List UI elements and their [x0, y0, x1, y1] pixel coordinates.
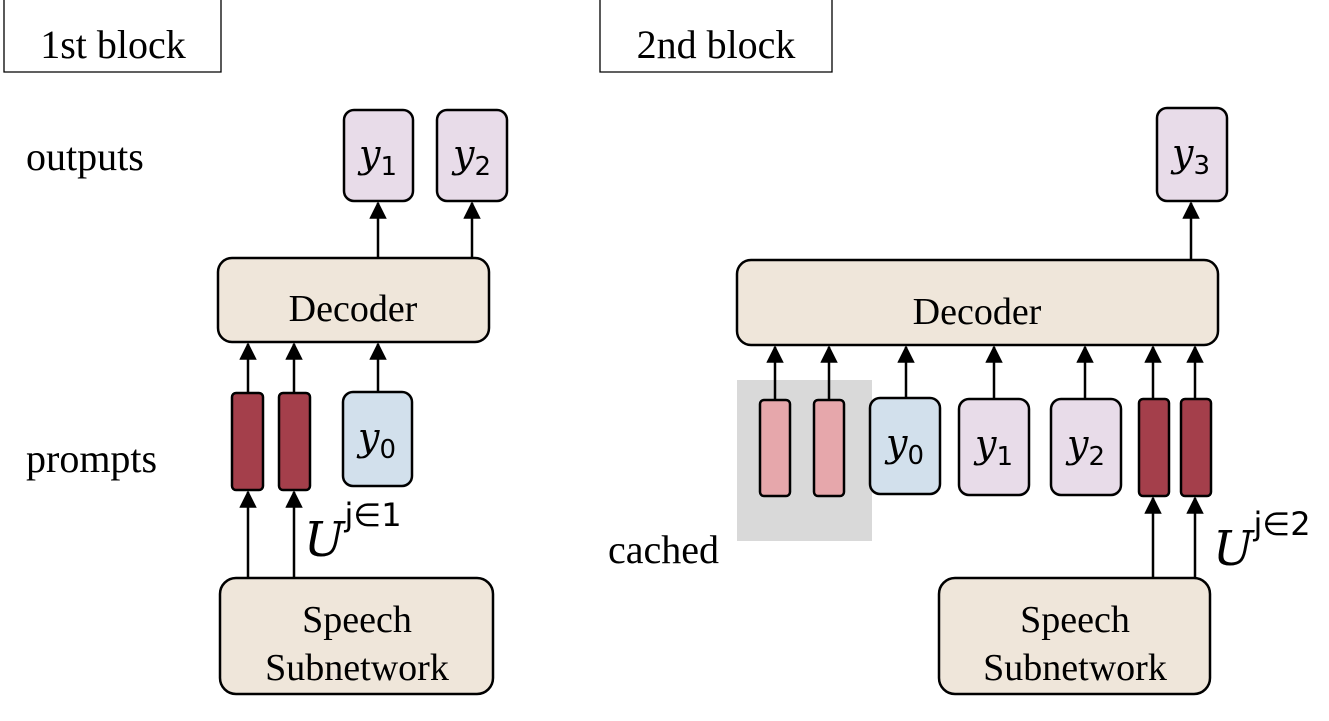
svg-text:Speech: Speech — [1020, 599, 1130, 641]
block-1-prompt-label: Uj∈1 — [304, 496, 402, 568]
block-1-title-box: 1st block — [3, 0, 222, 73]
block-1-prompt-bar — [230, 391, 265, 492]
cached-prompt-bar — [758, 398, 792, 498]
block-1-output-y2: y2 — [435, 108, 509, 203]
svg-text:y2: y2 — [1065, 422, 1105, 472]
block-1-speech-subnetwork: Speech Subnetwork — [218, 576, 495, 696]
block-1-input-y0: y0 — [341, 390, 414, 488]
cached-prompt-bar — [812, 398, 846, 498]
svg-text:Decoder: Decoder — [289, 288, 418, 330]
block-1-output-y1: y1 — [342, 108, 415, 203]
block-2: 2nd block y3 Decoder cached y0 — [599, 0, 1311, 696]
block-2-decoder: Decoder — [735, 258, 1220, 347]
block-2-input-y1: y1 — [957, 397, 1031, 497]
cache-region — [737, 380, 872, 541]
svg-text:y1: y1 — [357, 132, 397, 182]
svg-text:y2: y2 — [451, 132, 491, 182]
svg-text:y0: y0 — [884, 421, 924, 471]
prompts-label: prompts — [26, 436, 157, 481]
outputs-label: outputs — [26, 134, 144, 179]
block-1-prompt-bar — [277, 391, 312, 492]
block-2-input-y2: y2 — [1049, 397, 1123, 497]
svg-text:y3: y3 — [1170, 131, 1210, 181]
block-2-prompt-label: Uj∈2 — [1213, 505, 1311, 577]
svg-text:Decoder: Decoder — [913, 291, 1042, 333]
block-2-title: 2nd block — [637, 22, 796, 67]
cached-label: cached — [608, 527, 719, 572]
svg-text:Subnetwork: Subnetwork — [265, 647, 449, 689]
block-1-decoder: Decoder — [216, 256, 491, 344]
block-2-output-y3: y3 — [1155, 106, 1229, 203]
block-1: 1st block outputs prompts y1 y2 Decoder — [3, 0, 509, 696]
block-2-input-y0: y0 — [868, 396, 942, 496]
block-2-speech-subnetwork: Speech Subnetwork — [937, 576, 1212, 696]
block-2-prompt-bar — [1179, 397, 1213, 498]
block-2-title-box: 2nd block — [599, 0, 833, 73]
svg-text:Speech: Speech — [302, 599, 412, 641]
block-1-title: 1st block — [40, 22, 186, 67]
svg-text:y0: y0 — [356, 415, 396, 465]
block-2-prompt-bar — [1137, 397, 1171, 498]
svg-text:y1: y1 — [973, 422, 1013, 472]
svg-text:Subnetwork: Subnetwork — [983, 647, 1167, 689]
